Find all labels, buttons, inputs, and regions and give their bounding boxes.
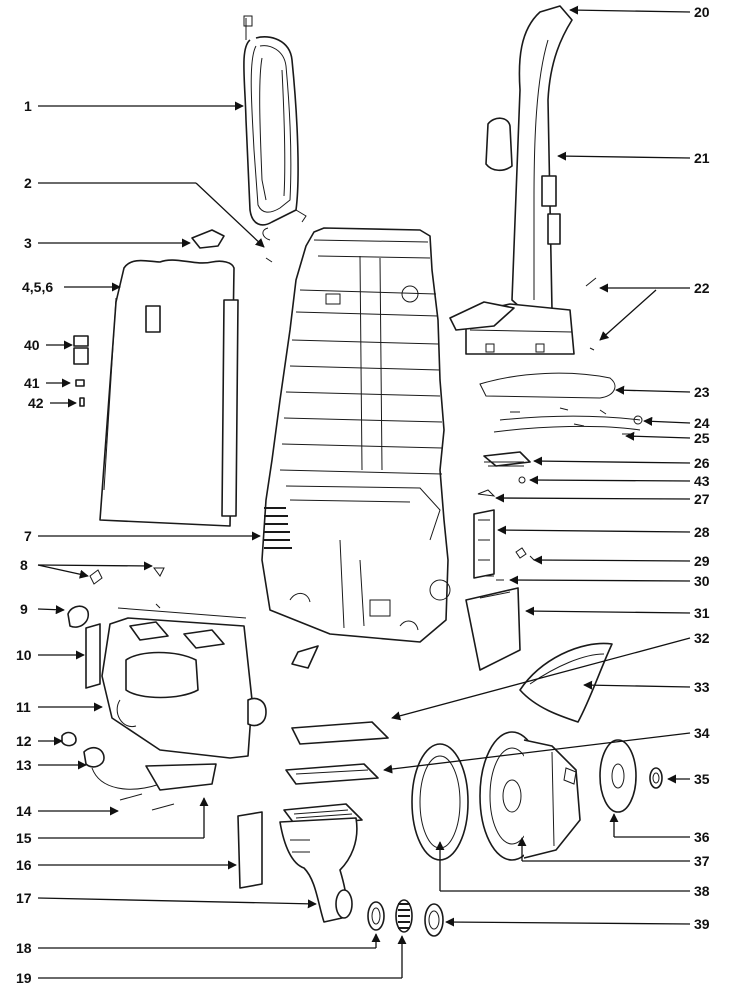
leader-lines xyxy=(37,5,691,979)
callout-labels: 1 2 3 4,5,6 40 41 42 7 8 9 10 11 12 13 1… xyxy=(16,4,710,986)
part-bottom-plate-assembly xyxy=(473,372,643,581)
callout-31: 31 xyxy=(694,605,710,621)
callout-33: 33 xyxy=(694,679,710,695)
callout-30: 30 xyxy=(694,573,710,589)
callout-22: 22 xyxy=(694,280,710,296)
callout-9: 9 xyxy=(20,601,28,617)
part-motor-housing-front xyxy=(85,603,267,759)
part-bag-cover xyxy=(73,259,239,527)
part-handle xyxy=(449,5,597,355)
callout-2: 2 xyxy=(24,175,32,191)
callout-39: 39 xyxy=(694,916,710,932)
callout-25: 25 xyxy=(694,430,710,446)
callout-37: 37 xyxy=(694,853,710,869)
callout-10: 10 xyxy=(16,647,32,663)
callout-11: 11 xyxy=(16,699,31,715)
callout-36: 36 xyxy=(694,829,710,845)
callout-26: 26 xyxy=(694,455,710,471)
callout-41: 41 xyxy=(24,375,40,391)
callout-29: 29 xyxy=(694,553,710,569)
callout-21: 21 xyxy=(694,150,710,166)
part-exhaust-duct xyxy=(279,817,358,923)
part-hook-clip xyxy=(191,227,273,263)
callout-27: 27 xyxy=(694,491,710,507)
callout-15: 15 xyxy=(16,830,32,846)
callout-38: 38 xyxy=(694,883,710,899)
callout-20: 20 xyxy=(694,4,710,20)
callout-13: 13 xyxy=(16,757,32,773)
callout-24: 24 xyxy=(694,415,710,431)
part-main-housing xyxy=(261,227,451,643)
callout-23: 23 xyxy=(694,384,710,400)
callout-1: 1 xyxy=(24,98,32,114)
part-fan-parts xyxy=(367,899,444,937)
callout-42: 42 xyxy=(28,395,44,411)
part-panel-16 xyxy=(237,811,263,889)
part-small-fittings xyxy=(61,567,319,811)
callout-4-5-6: 4,5,6 xyxy=(22,279,53,295)
part-power-cord xyxy=(243,15,307,226)
callout-28: 28 xyxy=(694,524,710,540)
callout-12: 12 xyxy=(16,733,32,749)
callout-32: 32 xyxy=(694,630,710,646)
callout-3: 3 xyxy=(24,235,32,251)
callout-7: 7 xyxy=(24,528,32,544)
callout-43: 43 xyxy=(694,473,710,489)
callout-8: 8 xyxy=(20,557,28,573)
callout-17: 17 xyxy=(16,890,32,906)
callout-18: 18 xyxy=(16,940,32,956)
part-cover-33 xyxy=(519,642,613,723)
part-motor xyxy=(411,731,663,861)
part-side-panel xyxy=(465,587,521,671)
callout-40: 40 xyxy=(24,337,40,353)
callout-16: 16 xyxy=(16,857,32,873)
callout-19: 19 xyxy=(16,970,32,986)
part-filters xyxy=(283,721,389,827)
callout-14: 14 xyxy=(16,803,32,819)
callout-34: 34 xyxy=(694,725,710,741)
callout-35: 35 xyxy=(694,771,710,787)
